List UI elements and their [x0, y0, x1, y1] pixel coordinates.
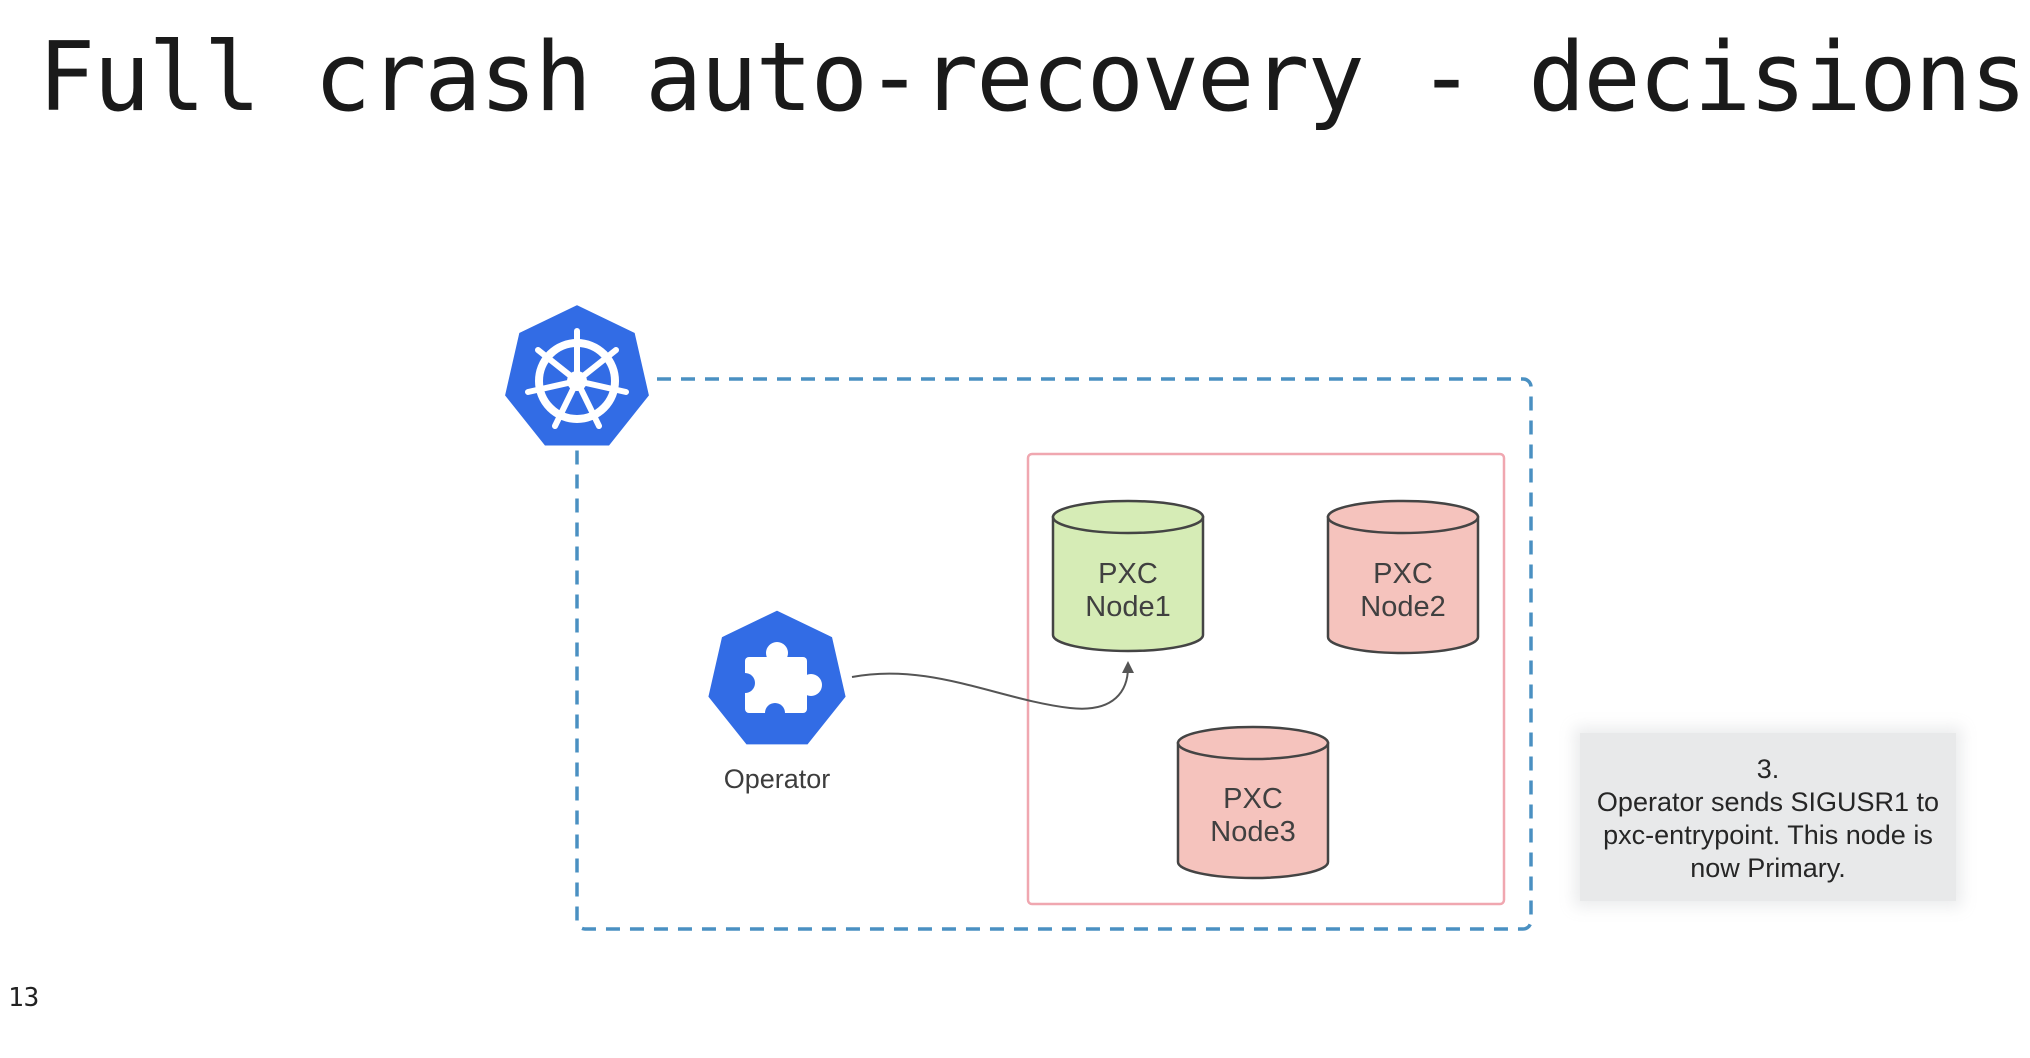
pxc-node2-line1: PXC — [1373, 558, 1433, 590]
kubernetes-cluster-boundary — [575, 377, 1533, 931]
step-callout: 3. Operator sends SIGUSR1 to pxc-entrypo… — [1580, 733, 1956, 901]
slide-title: Full crash auto-recovery - decisions — [38, 23, 2027, 133]
page-number: 13 — [8, 983, 40, 1013]
callout-line-2: pxc-entrypoint. This node is — [1603, 820, 1933, 850]
pxc-cluster-group — [1026, 452, 1506, 906]
callout-line-1: Operator sends SIGUSR1 to — [1596, 787, 1940, 817]
pxc-node2-cylinder: PXC Node2 — [1326, 499, 1480, 655]
pxc-node3-line1: PXC — [1223, 783, 1283, 815]
pxc-node3-line2: Node3 — [1210, 816, 1295, 848]
pxc-node1-line1: PXC — [1098, 558, 1158, 590]
pxc-node1-line2: Node1 — [1085, 591, 1170, 623]
pxc-node2-line2: Node2 — [1360, 591, 1445, 623]
operator-to-node1-arrow — [851, 661, 1134, 710]
puzzle-piece-icon — [735, 642, 822, 723]
operator-icon — [705, 607, 849, 748]
pxc-node1-cylinder: PXC Node1 — [1051, 499, 1205, 653]
callout-line-3: now Primary. — [1690, 853, 1846, 883]
callout-step-number: 3. — [1756, 754, 1780, 784]
kubernetes-icon — [500, 300, 654, 450]
pxc-node3-cylinder: PXC Node3 — [1176, 725, 1330, 880]
operator-label: Operator — [724, 764, 831, 794]
